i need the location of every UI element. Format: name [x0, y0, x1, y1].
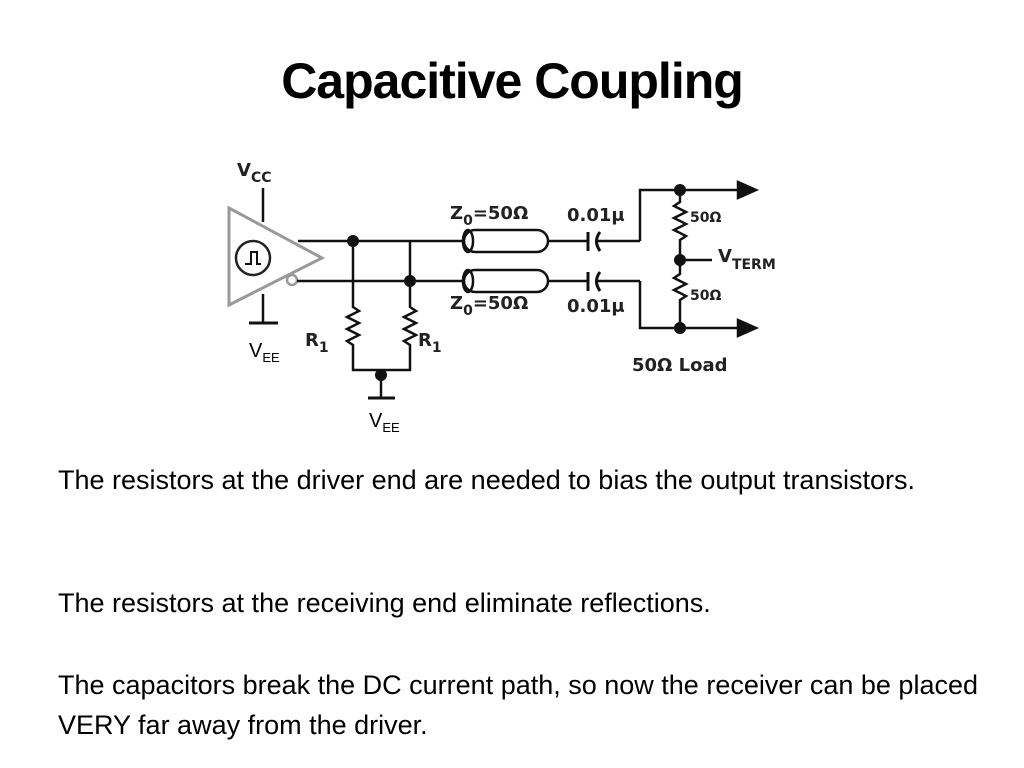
z0-top-label: Z0=50Ω: [450, 203, 528, 229]
slide-title: Capacitive Coupling: [281, 53, 744, 109]
cap-top-label: 0.01μ: [567, 205, 625, 226]
vterm-label: VTERM: [718, 246, 776, 273]
vcc-label: VCC: [237, 160, 272, 186]
load-label: 50Ω Load: [632, 355, 727, 376]
r-bottom-label: 50Ω: [690, 288, 721, 304]
r-top-label: 50Ω: [690, 210, 721, 226]
paragraph-bias: The resistors at the driver end are need…: [58, 465, 915, 495]
vee-left-label: VEE: [249, 340, 280, 365]
square-wave-source-icon: [234, 239, 272, 277]
vee-bottom-label: VEE: [369, 410, 400, 435]
paragraph-capacitors: The capacitors break the DC current path…: [58, 670, 978, 740]
cap-bottom-label: 0.01μ: [567, 296, 625, 317]
paragraph-reflections: The resistors at the receiving end elimi…: [58, 588, 711, 618]
z0-bottom-label: Z0=50Ω: [450, 293, 528, 319]
r1-left-label: R1: [305, 330, 329, 356]
r1-right-label: R1: [418, 330, 442, 356]
driver-triangle: [227, 205, 326, 308]
